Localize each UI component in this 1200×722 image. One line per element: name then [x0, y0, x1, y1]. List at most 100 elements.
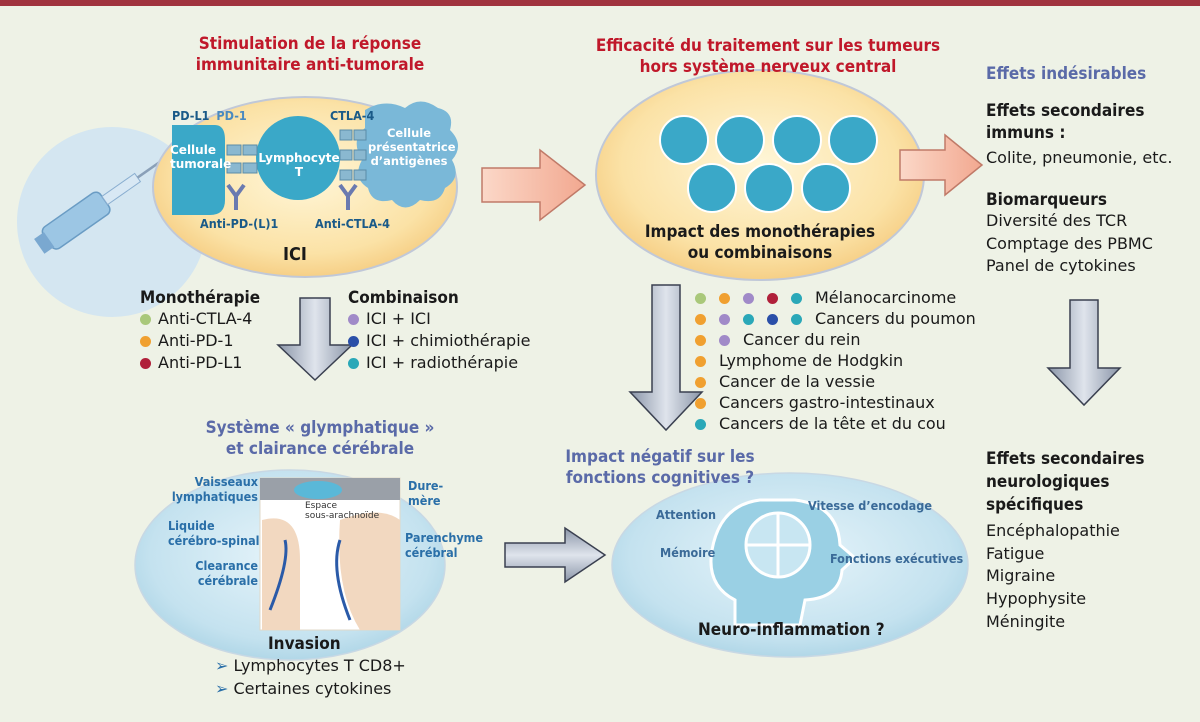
- espace-l2: sous-arachnoïde: [305, 510, 380, 521]
- apc-l3: d’antigènes: [370, 153, 448, 168]
- immune-text: Colite, pneumonie, etc.: [986, 148, 1173, 167]
- dure-l2: mère: [408, 493, 441, 508]
- dure-label: Dure- mère: [408, 478, 443, 508]
- tumor-cell-label: Cellule tumorale: [170, 143, 232, 172]
- clearance-label: Clearance cérébrale: [190, 558, 258, 588]
- tumor-l2: tumorale: [170, 157, 232, 172]
- cancer-row: Cancer de la vessie: [695, 371, 976, 392]
- anti-ctla4-label: Anti-CTLA-4: [315, 216, 390, 231]
- glymph-title-l1: Système « glymphatique »: [205, 418, 435, 438]
- mono-dot: [140, 358, 151, 369]
- combo-dot: [348, 358, 359, 369]
- immune-title-l1: Effets secondaires: [986, 101, 1145, 121]
- liver-icon: [828, 115, 878, 165]
- cancer-row: Cancer du rein: [695, 329, 976, 350]
- neuro-item: Hypophysite: [986, 588, 1120, 611]
- cancer-dot: [695, 293, 706, 304]
- arrow-glymph-to-cognitive: [504, 526, 607, 584]
- cancer-label: Cancers du poumon: [815, 309, 976, 328]
- apc-l1: Cellule: [386, 126, 432, 140]
- arrow-efficacy-down: [628, 284, 704, 432]
- efficacy-title-line1: Efficacité du traitement sur les tumeurs: [595, 36, 941, 56]
- vitesse-label: Vitesse d’encodage: [808, 498, 932, 513]
- lymph-vessel: [294, 481, 342, 499]
- arrow-stim-to-efficacy: [481, 148, 587, 222]
- vaisseaux-l1: Vaisseaux: [194, 474, 258, 489]
- cancer-label: Cancers de la tête et du cou: [719, 414, 946, 433]
- cancer-dot: [743, 314, 754, 325]
- apc-label: Cellule présentatrice d’antigènes: [368, 126, 456, 168]
- invasion-label: Lymphocytes T CD8+: [233, 656, 406, 675]
- clearance-flow: [268, 539, 352, 621]
- espace-l1: Espace: [305, 501, 338, 511]
- brain-head-icon: [709, 498, 858, 627]
- neuro-title-l1: Effets secondaires: [986, 449, 1145, 469]
- espace-label: Espace sous-arachnoïde: [305, 501, 380, 522]
- bio-item: Diversité des TCR: [986, 210, 1153, 233]
- mono-title: Monothérapie: [140, 288, 261, 308]
- efficacy-title: Efficacité du traitement sur les tumeurs…: [588, 36, 948, 79]
- skin-icon: [659, 115, 709, 165]
- cancer-dot: [767, 314, 778, 325]
- parenchyme-l1: Parenchyme: [405, 530, 484, 545]
- cancer-row: Lymphome de Hodgkin: [695, 350, 976, 371]
- invasion-list: ➢ Lymphocytes T CD8+➢ Certaines cytokine…: [215, 655, 406, 700]
- pdl1-label: PD-L1 PD-1: [172, 108, 247, 123]
- arrow-adverse-down: [1046, 299, 1122, 407]
- cancer-dot: [791, 314, 802, 325]
- combo-title: Combinaison: [348, 288, 459, 308]
- mono-item: Anti-CTLA-4: [140, 308, 260, 330]
- impact-l1: Impact des monothérapies: [644, 222, 876, 242]
- cancer-dot: [719, 314, 730, 325]
- lymphocyte-cell: [256, 116, 340, 200]
- anti-pdl1-label: Anti-PD-(L)1: [200, 216, 279, 231]
- neuro-label: Encéphalopathie: [986, 521, 1120, 540]
- cancer-dots: [695, 329, 743, 350]
- combo-label: ICI + chimiothérapie: [366, 331, 531, 350]
- invasion-bullet-icon: ➢: [215, 656, 234, 675]
- combo-dot: [348, 336, 359, 347]
- head-icon: [801, 163, 851, 213]
- pd1-text: PD-1: [216, 108, 247, 123]
- mono-label: Anti-CTLA-4: [158, 309, 253, 328]
- cancer-dot: [695, 335, 706, 346]
- invasion-label: Certaines cytokines: [233, 678, 392, 698]
- organ-icons: [659, 115, 878, 213]
- tumor-l1: Cellule: [170, 143, 216, 157]
- invasion-title: Invasion: [268, 634, 341, 654]
- bio-item: Panel de cytokines: [986, 255, 1153, 278]
- lymphocyte-label: Lymphocyte T: [258, 151, 340, 179]
- bio-label: Panel de cytokines: [986, 256, 1136, 276]
- combo-dot: [348, 314, 359, 325]
- cancer-row: Mélanocarcinome: [695, 287, 976, 308]
- arrow-stim-down: [276, 297, 354, 382]
- tumor-cell: [172, 125, 225, 215]
- bladder-icon: [687, 163, 737, 213]
- combo-item: ICI + radiothérapie: [348, 352, 530, 374]
- cancer-dots: [695, 350, 719, 371]
- neuro-item: Migraine: [986, 565, 1120, 588]
- executive-label: Fonctions exécutives: [830, 551, 964, 566]
- neuro-item: Fatigue: [986, 543, 1120, 566]
- attention-label: Attention: [656, 507, 717, 522]
- stim-title-line2: immunitaire anti-tumorale: [195, 55, 425, 76]
- cancer-dot: [695, 419, 706, 430]
- neuro-item: Encéphalopathie: [986, 520, 1120, 543]
- cancer-dots: [695, 392, 719, 413]
- cancer-label: Mélanocarcinome: [815, 288, 957, 307]
- combo-label: ICI + radiothérapie: [366, 353, 519, 372]
- mono-dot: [140, 314, 151, 325]
- cancer-dots: [695, 371, 719, 392]
- stim-title-line1: Stimulation de la réponse: [198, 34, 422, 54]
- top-accent-bar: [0, 0, 1200, 6]
- neuro-label: Fatigue: [986, 543, 1045, 563]
- immune-title: Effets secondaires immuns :: [986, 100, 1144, 144]
- cancer-dot: [791, 293, 802, 304]
- lungs-icon: [715, 115, 765, 165]
- kidneys-icon: [772, 115, 822, 165]
